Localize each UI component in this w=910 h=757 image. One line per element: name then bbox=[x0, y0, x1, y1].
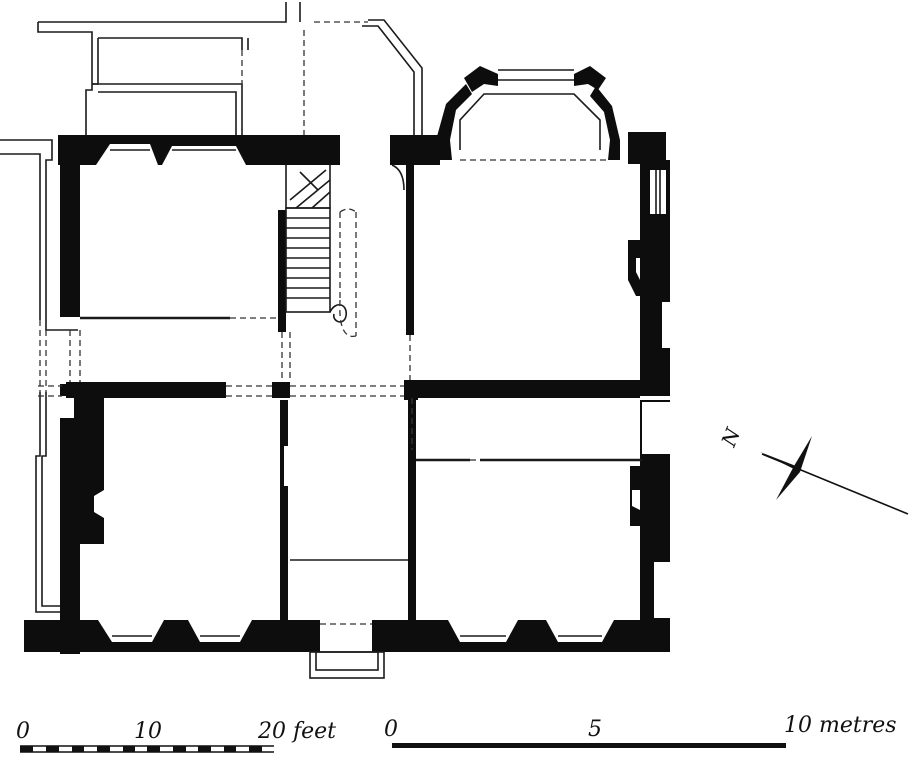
north-arrow: N bbox=[716, 423, 909, 515]
feet-tick-10: 10 bbox=[134, 719, 162, 744]
metres-tick-5: 5 bbox=[588, 717, 602, 742]
metres-tick-10: 10 metres bbox=[784, 713, 897, 738]
metres-tick-0: 0 bbox=[384, 717, 398, 742]
bay-window bbox=[436, 66, 620, 161]
scale-bar-metres: 0 5 10 metres bbox=[384, 713, 897, 748]
north-label: N bbox=[716, 423, 746, 451]
fireplaces bbox=[94, 240, 640, 526]
feet-tick-20: 20 feet bbox=[257, 719, 336, 744]
window-glazing bbox=[110, 149, 661, 637]
feet-tick-0: 0 bbox=[16, 719, 30, 744]
interior-walls bbox=[66, 165, 642, 622]
conjectural-walls bbox=[38, 330, 413, 450]
scale-bar-feet: 0 10 20 feet bbox=[16, 719, 336, 753]
staircase bbox=[285, 164, 405, 337]
entrance-steps bbox=[309, 623, 385, 679]
outbuilding-outline bbox=[0, 2, 423, 613]
